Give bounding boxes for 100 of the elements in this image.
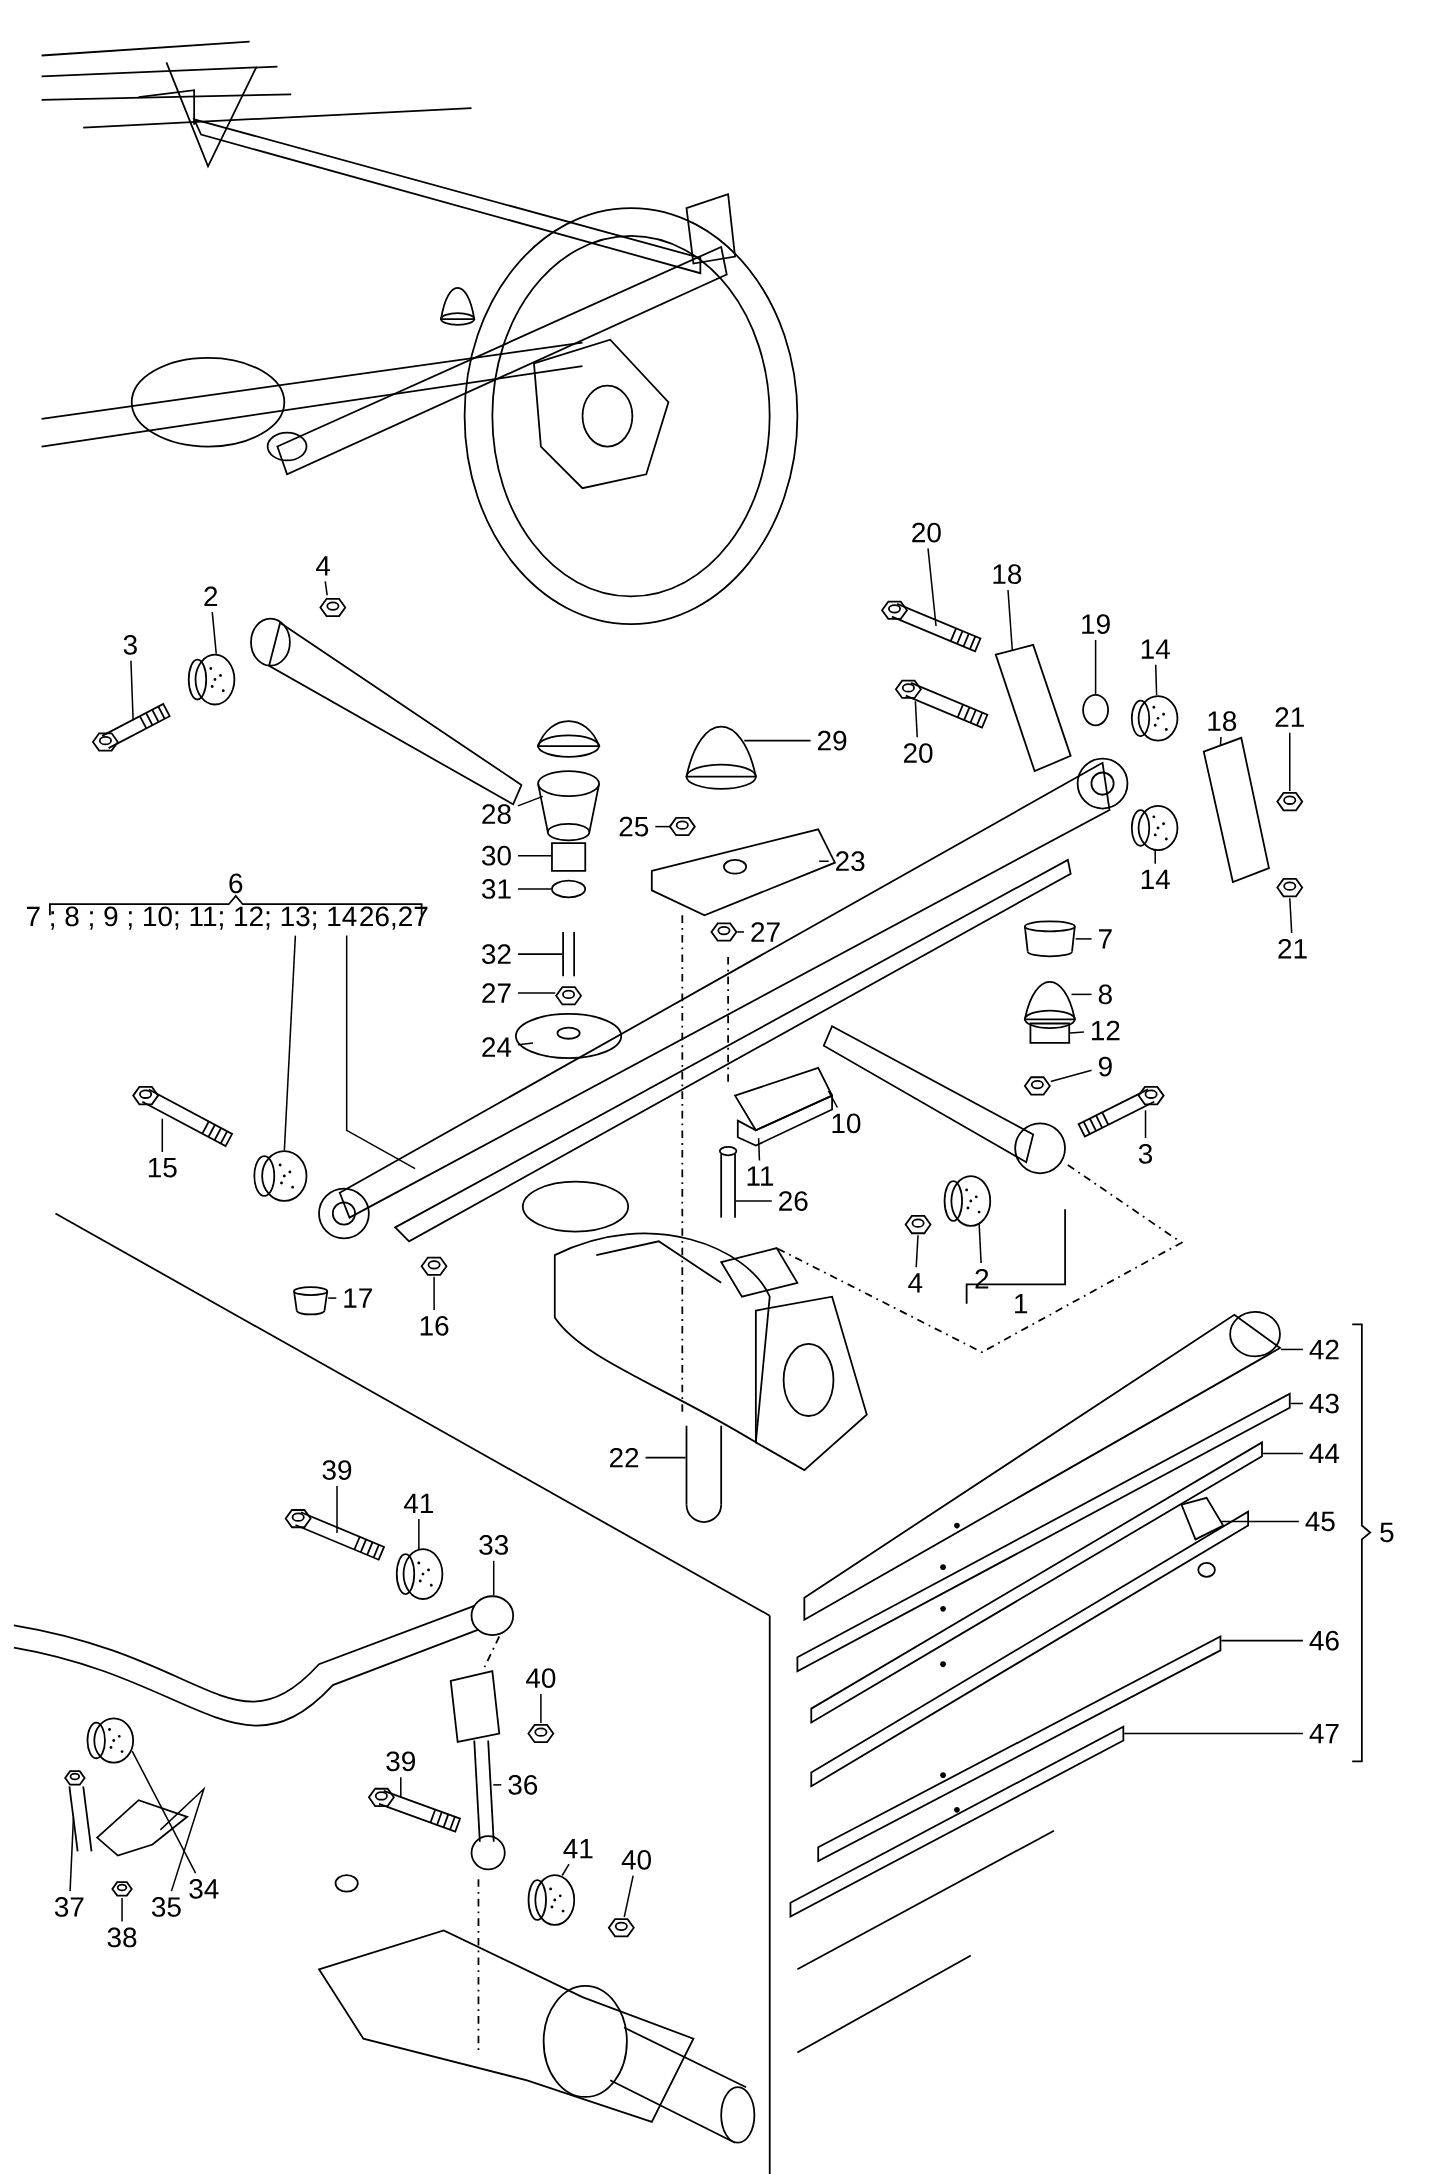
- leader-line: [927, 547, 937, 627]
- callout-number: 39: [322, 1460, 352, 1480]
- leader-line: [418, 1518, 420, 1551]
- leader-line: [1280, 1348, 1304, 1351]
- rubber-bushing: [86, 1717, 134, 1764]
- leader-line: [283, 934, 297, 1151]
- callout-number: 12: [1091, 1020, 1120, 1041]
- leader-line: [914, 700, 918, 738]
- leader-line: [492, 1784, 503, 1786]
- leader-line: [644, 1456, 687, 1459]
- bolt: [562, 931, 575, 978]
- leader-line: [517, 888, 552, 890]
- rubber-bushing: [527, 1874, 576, 1926]
- callout-number: 11: [747, 1166, 774, 1186]
- bump-stop: [685, 725, 757, 790]
- callout-number: 2: [204, 586, 218, 607]
- callout-number: 15: [148, 1158, 177, 1178]
- group-number: 5: [1380, 1522, 1394, 1543]
- leader-line: [1219, 736, 1222, 746]
- leader-line: [69, 1816, 75, 1892]
- bolt: [880, 600, 982, 653]
- parts-list: 7 ; 8 ; 9 ; 10; 11; 12; 13; 14: [26, 906, 357, 930]
- callout-number: 18: [993, 564, 1022, 585]
- hex-nut: [1276, 792, 1304, 812]
- bump-stop-base: [1029, 1022, 1071, 1044]
- centre-pin: [718, 1146, 738, 1219]
- callout-number: 39: [386, 1751, 415, 1772]
- clamp-plate: [736, 1094, 833, 1147]
- callout-number: 45: [1305, 1511, 1335, 1532]
- callout-number: 41: [403, 1493, 433, 1513]
- bolt: [91, 702, 171, 752]
- callout-number: 2: [975, 1269, 989, 1289]
- spring-leaf: [817, 1635, 1222, 1863]
- leader-line: [1220, 1639, 1304, 1642]
- callout-number: 30: [481, 845, 511, 866]
- leader-line: [1288, 731, 1291, 792]
- leader-line: [1074, 938, 1093, 940]
- callout-number: 14: [1141, 639, 1170, 659]
- hex-nut: [668, 817, 696, 837]
- leader-line: [654, 825, 672, 828]
- callout-number: 40: [621, 1849, 651, 1870]
- hex-nut: [904, 1215, 932, 1235]
- bump-stop: [1023, 920, 1076, 958]
- rubber-cap: [293, 1286, 329, 1316]
- hex-nut: [319, 597, 347, 617]
- leader-line: [517, 795, 544, 807]
- callout-number: 19: [1082, 614, 1110, 634]
- spring-clip: [1180, 1496, 1225, 1541]
- spring-leaf: [796, 1392, 1291, 1673]
- callout-number: 33: [479, 1535, 508, 1555]
- callout-number: 34: [189, 1879, 219, 1899]
- leader-line: [818, 860, 830, 862]
- callout-number: 25: [619, 816, 649, 837]
- callout-number: 28: [482, 804, 511, 824]
- leader-line: [1154, 663, 1158, 697]
- leader-line: [1049, 1069, 1093, 1083]
- spring-seat: [514, 1012, 623, 1060]
- callout-number: 44: [1309, 1443, 1340, 1464]
- callout-number: 8: [1098, 984, 1112, 1005]
- link-rod: [449, 1670, 506, 1871]
- callout-number: 21: [1275, 707, 1304, 727]
- callout-number: 16: [420, 1315, 449, 1336]
- leader-line: [1007, 589, 1014, 652]
- callout-number: 32: [481, 944, 511, 965]
- leader-line: [827, 1090, 839, 1109]
- leader-line: [211, 611, 217, 655]
- callout-number: 31: [481, 879, 511, 899]
- leader-line: [757, 1137, 761, 1162]
- rubber-bushing: [1130, 695, 1179, 742]
- rubber-bushing: [187, 653, 236, 706]
- callout-number: 9: [1098, 1056, 1112, 1077]
- leader-line: [735, 1200, 773, 1202]
- leader-line: [1220, 1520, 1300, 1523]
- callout-number: 36: [508, 1775, 538, 1795]
- leader-line: [121, 1897, 123, 1923]
- leader-line: [1262, 1452, 1304, 1455]
- u-bolt: [685, 1424, 723, 1523]
- callout-number: 18: [1208, 711, 1237, 732]
- callout-number: 42: [1309, 1339, 1339, 1360]
- leader-line: [1094, 639, 1097, 695]
- leader-line: [517, 992, 556, 994]
- callout-number: 7: [1099, 929, 1112, 949]
- leader-line: [131, 1750, 197, 1874]
- leader-line: [492, 1560, 495, 1597]
- leader-line: [336, 1485, 338, 1534]
- callout-number: 23: [836, 851, 865, 872]
- bolt: [894, 679, 989, 729]
- callout-number: 20: [912, 522, 941, 543]
- leader-line: [517, 953, 563, 955]
- callout-number: 38: [107, 1927, 137, 1948]
- leader-line: [561, 1863, 570, 1877]
- callout-number: 43: [1309, 1393, 1339, 1414]
- leader-line: [1289, 897, 1293, 934]
- leader-line: [1070, 993, 1093, 996]
- leader-line: [623, 1874, 634, 1918]
- leader-line: [540, 1693, 542, 1724]
- leader-line: [517, 1042, 534, 1046]
- leader-line: [1154, 848, 1156, 865]
- callout-number: 3: [123, 635, 137, 655]
- group-number: 1: [1015, 1294, 1028, 1314]
